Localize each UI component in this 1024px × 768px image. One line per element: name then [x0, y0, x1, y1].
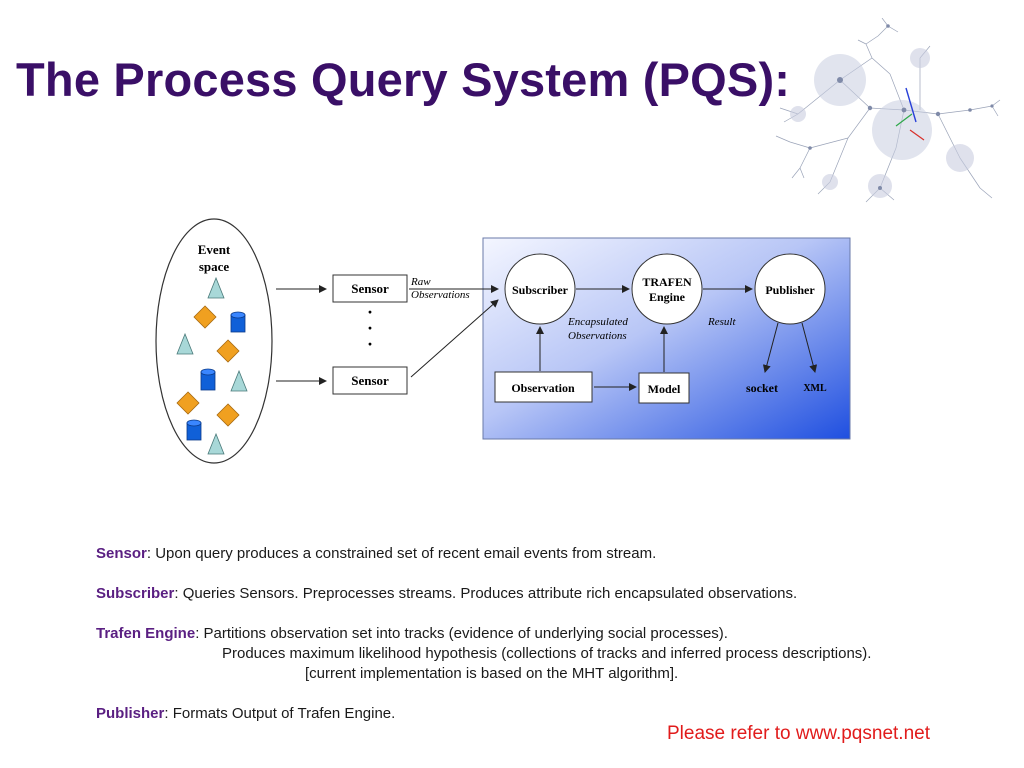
- sensor-box-bottom: Sensor: [332, 366, 408, 395]
- diamond-event: [176, 391, 200, 415]
- trafen-label: TRAFEN: [642, 275, 692, 289]
- subscriber-node: Subscriber: [504, 253, 576, 325]
- xml-label: XML: [803, 383, 827, 394]
- arrow-publisher-to-xml: [801, 322, 818, 373]
- pqs-architecture-diagram: Event space Sensor Sensor ·: [155, 218, 851, 464]
- event-space-label: Event: [198, 242, 231, 257]
- cylinder-event: [186, 419, 202, 441]
- diamond-event: [216, 403, 240, 427]
- trafen-engine-node: TRAFEN Engine: [631, 253, 703, 325]
- arrow-sensor-to-subscriber: [410, 299, 499, 378]
- publisher-text: : Formats Output of Trafen Engine.: [164, 705, 396, 722]
- footer-link[interactable]: Please refer to www.pqsnet.net: [667, 723, 930, 744]
- diamond-event: [193, 305, 217, 329]
- sensor-term: Sensor: [96, 545, 147, 562]
- sensor-box-top: Sensor: [332, 274, 408, 303]
- ellipsis-dot: ·: [367, 302, 373, 322]
- raw-observations-label-2: Observations: [411, 289, 470, 301]
- component-descriptions: Sensor: Upon query produces a constraine…: [96, 544, 871, 724]
- arrow-publisher-to-socket: [762, 322, 779, 373]
- trafen-description: Trafen Engine: Partitions observation se…: [96, 624, 871, 644]
- page-title: The Process Query System (PQS):: [16, 53, 791, 106]
- engine-label: Engine: [649, 290, 686, 304]
- ellipsis-dot: ·: [367, 318, 373, 338]
- cylinder-event: [230, 311, 246, 333]
- publisher-description: Publisher: Formats Output of Trafen Engi…: [96, 704, 871, 724]
- subscriber-term: Subscriber: [96, 585, 175, 602]
- sensor-label: Sensor: [351, 373, 389, 388]
- diamond-event: [216, 339, 240, 363]
- sensor-label: Sensor: [351, 281, 389, 296]
- trafen-text: : Partitions observation set into tracks…: [195, 625, 728, 642]
- trafen-term: Trafen Engine: [96, 625, 196, 642]
- triangle-event: [207, 432, 225, 455]
- encapsulated-observations-label-2: Observations: [568, 330, 627, 342]
- event-space-label-2: space: [199, 259, 230, 274]
- sensor-description: Sensor: Upon query produces a constraine…: [96, 544, 871, 564]
- event-space: Event space: [155, 218, 273, 464]
- subscriber-label: Subscriber: [512, 283, 569, 297]
- triangle-event: [176, 332, 194, 355]
- publisher-node: Publisher: [754, 253, 826, 325]
- subscriber-text: : Queries Sensors. Preprocesses streams.…: [174, 585, 798, 602]
- model-box: Model: [638, 372, 690, 404]
- socket-label: socket: [746, 381, 778, 395]
- trafen-description-line2: Produces maximum likelihood hypothesis (…: [222, 645, 872, 662]
- sensor-text: : Upon query produces a constrained set …: [146, 545, 657, 562]
- observation-label: Observation: [511, 381, 575, 395]
- publisher-term: Publisher: [96, 705, 165, 722]
- publisher-label: Publisher: [765, 283, 815, 297]
- result-label: Result: [707, 316, 736, 328]
- raw-observations-label: Raw: [410, 276, 431, 288]
- triangle-event: [207, 276, 225, 299]
- encapsulated-observations-label: Encapsulated: [567, 316, 628, 328]
- ellipsis-dot: ·: [367, 334, 373, 354]
- model-label: Model: [648, 382, 681, 396]
- trafen-description-line3: [current implementation is based on the …: [305, 665, 679, 682]
- subscriber-description: Subscriber: Queries Sensors. Preprocesse…: [96, 584, 871, 604]
- observation-box: Observation: [494, 371, 593, 403]
- network-graph-image: [775, 18, 1001, 203]
- cylinder-event: [200, 368, 216, 391]
- triangle-event: [230, 369, 248, 392]
